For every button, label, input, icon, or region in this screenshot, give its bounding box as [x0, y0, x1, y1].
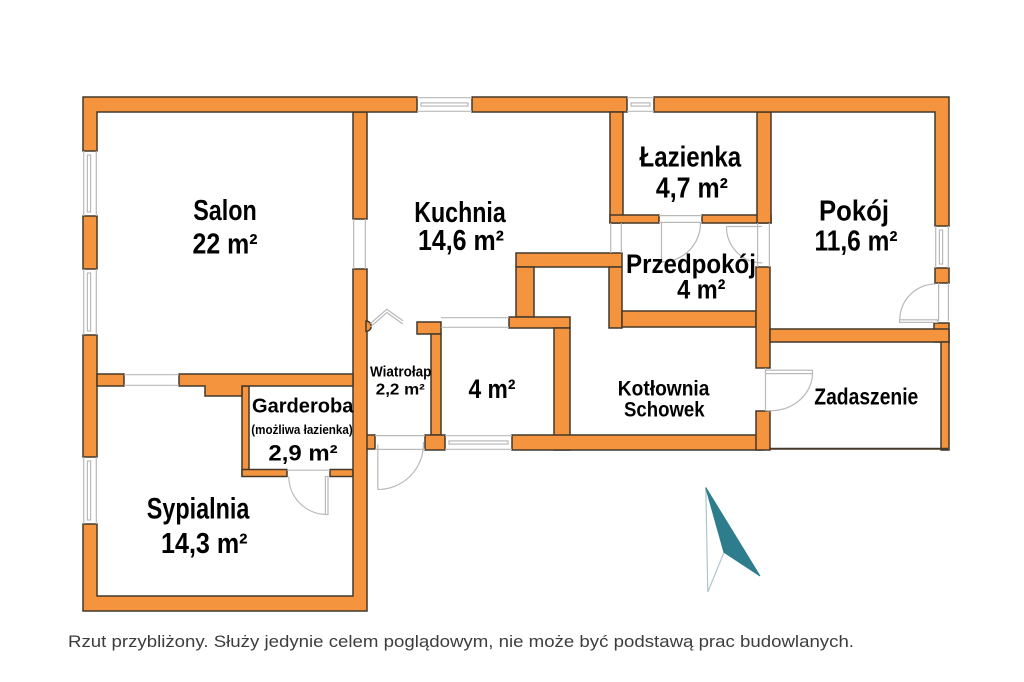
svg-text:2,2 m²: 2,2 m² [376, 382, 425, 399]
svg-text:Pokój: Pokój [819, 196, 889, 228]
svg-text:22 m²: 22 m² [193, 228, 258, 260]
svg-text:4 m²: 4 m² [469, 374, 516, 404]
svg-text:11,6 m²: 11,6 m² [815, 226, 898, 258]
svg-text:2,9 m²: 2,9 m² [268, 440, 337, 465]
svg-text:4 m²: 4 m² [677, 274, 725, 304]
svg-text:Łazienka: Łazienka [640, 141, 743, 173]
svg-text:14,3 m²: 14,3 m² [161, 528, 248, 560]
svg-text:Wiatrołap: Wiatrołap [370, 364, 431, 381]
svg-text:Kuchnia: Kuchnia [414, 197, 506, 229]
svg-text:Zadaszenie: Zadaszenie [814, 384, 918, 410]
svg-text:(możliwa łazienka): (możliwa łazienka) [251, 422, 352, 437]
svg-text:Przedpokój: Przedpokój [626, 249, 756, 279]
svg-text:Schowek: Schowek [624, 398, 705, 422]
svg-text:Sypialnia: Sypialnia [147, 493, 250, 526]
svg-text:14,6 m²: 14,6 m² [418, 225, 504, 257]
svg-text:Garderoba: Garderoba [252, 395, 354, 417]
svg-text:Rzut przybliżony. Służy jedyni: Rzut przybliżony. Służy jedynie celem po… [68, 633, 854, 651]
svg-text:4,7 m²: 4,7 m² [656, 173, 728, 205]
svg-text:Kotłownia: Kotłownia [618, 376, 711, 400]
svg-text:Salon: Salon [193, 195, 257, 227]
